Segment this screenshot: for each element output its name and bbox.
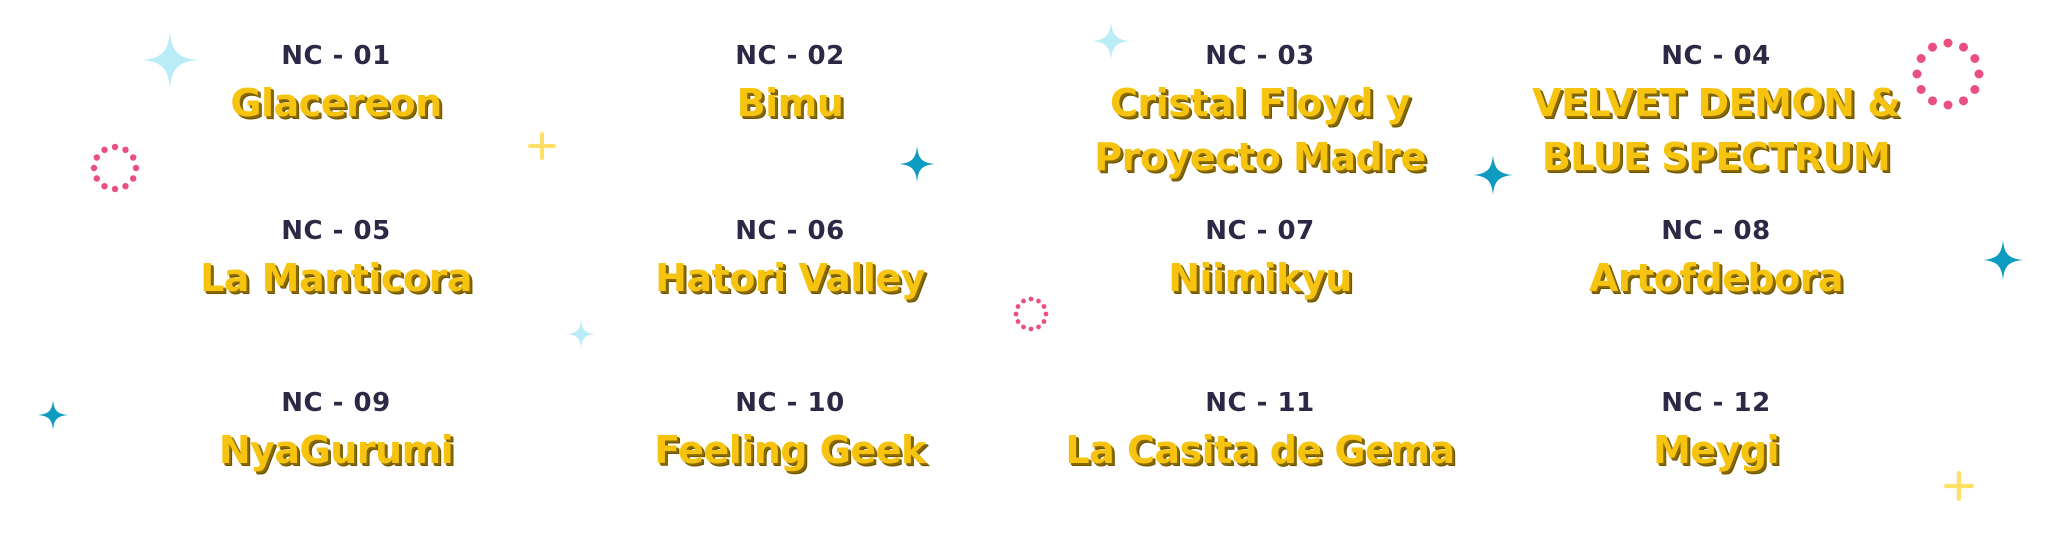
dot: [1043, 311, 1049, 317]
dot: [1021, 298, 1026, 304]
entry-name-line: Artofdebora: [1588, 256, 1844, 300]
dot: [101, 182, 108, 190]
four-point-sparkle-icon: [1092, 22, 1130, 60]
entry-name: NyaGurumi: [106, 423, 566, 477]
plus-icon: [528, 132, 556, 160]
entry-card-02: NC - 02 Bimu: [560, 40, 1020, 130]
entry-card-04: NC - 04 VELVET DEMON & BLUE SPECTRUM: [1486, 40, 1946, 184]
dot: [90, 164, 98, 172]
dot: [1928, 42, 1937, 52]
entry-name: VELVET DEMON & BLUE SPECTRUM: [1486, 76, 1946, 184]
entry-card-06: NC - 06 Hatori Valley: [560, 215, 1020, 305]
entry-card-05: NC - 05 La Manticora: [106, 215, 566, 305]
entry-card-08: NC - 08 Artofdebora: [1486, 215, 1946, 305]
dot: [1943, 38, 1953, 48]
entry-code: NC - 10: [735, 388, 845, 418]
dot: [1916, 54, 1926, 63]
entry-code: NC - 12: [1661, 388, 1771, 418]
entry-name: Cristal Floyd y Proyecto Madre: [1030, 76, 1490, 184]
dotted-circle-icon: [1013, 296, 1049, 332]
entry-name: Meygi: [1486, 423, 1946, 477]
entry-name: Feeling Geek: [560, 423, 1020, 477]
entry-name-line: Niimikyu: [1168, 256, 1352, 300]
entry-name-line: NyaGurumi: [218, 428, 454, 472]
entry-name-line: Hatori Valley: [655, 256, 925, 300]
entry-code: NC - 09: [281, 388, 391, 418]
entry-card-10: NC - 10 Feeling Geek: [560, 387, 1020, 477]
entry-code: NC - 02: [735, 41, 845, 71]
dot: [1916, 85, 1926, 94]
entry-name: Bimu: [560, 76, 1020, 130]
dot: [111, 185, 119, 193]
dotted-circle-icon: [90, 143, 140, 193]
dot: [1970, 85, 1980, 94]
four-point-sparkle-icon: [38, 400, 68, 430]
four-point-sparkle-icon: [142, 32, 198, 88]
dot: [93, 175, 101, 182]
entry-card-01: NC - 01 Glacereon: [106, 40, 566, 130]
four-point-sparkle-icon: [899, 146, 935, 182]
entry-name-line: Proyecto Madre: [1094, 135, 1426, 179]
dot: [1041, 304, 1047, 309]
dot: [1974, 69, 1984, 79]
entry-name: Hatori Valley: [560, 251, 1020, 305]
dot: [1928, 96, 1937, 106]
dot: [1959, 96, 1968, 106]
entry-name-line: La Casita de Gema: [1065, 428, 1455, 472]
dotted-circle-icon: [1912, 38, 1984, 110]
four-point-sparkle-icon: [1983, 240, 2023, 280]
entry-card-03: NC - 03 Cristal Floyd y Proyecto Madre: [1030, 40, 1490, 184]
entry-code: NC - 04: [1661, 41, 1771, 71]
entry-card-09: NC - 09 NyaGurumi: [106, 387, 566, 477]
dot: [1036, 324, 1041, 330]
dot: [1015, 319, 1021, 324]
entry-code: NC - 08: [1661, 216, 1771, 246]
dot: [1912, 69, 1922, 79]
dot: [1943, 100, 1953, 110]
entry-code: NC - 03: [1205, 41, 1315, 71]
entry-card-11: NC - 11 La Casita de Gema: [1030, 387, 1490, 477]
dot: [129, 175, 137, 182]
entry-name: La Manticora: [106, 251, 566, 305]
dot: [1959, 42, 1968, 52]
dot: [129, 154, 137, 161]
entry-name-line: Bimu: [736, 81, 844, 125]
dot: [1013, 311, 1019, 317]
entry-name: Artofdebora: [1486, 251, 1946, 305]
entry-name-line: Cristal Floyd y: [1110, 81, 1410, 125]
entry-name-line: BLUE SPECTRUM: [1541, 135, 1891, 179]
entry-code: NC - 06: [735, 216, 845, 246]
entry-card-12: NC - 12 Meygi: [1486, 387, 1946, 477]
dot: [132, 164, 140, 172]
entry-code: NC - 01: [281, 41, 391, 71]
four-point-sparkle-icon: [567, 320, 595, 348]
entry-name-line: VELVET DEMON &: [1532, 81, 1900, 125]
dot: [1021, 324, 1026, 330]
entry-name: Glacereon: [106, 76, 566, 130]
entry-code: NC - 05: [281, 216, 391, 246]
plus-icon: [1944, 471, 1974, 501]
dot: [93, 154, 101, 161]
entry-name-line: Meygi: [1652, 428, 1780, 472]
entry-code: NC - 07: [1205, 216, 1315, 246]
dot: [111, 143, 119, 151]
dot: [1015, 304, 1021, 309]
entry-card-07: NC - 07 Niimikyu: [1030, 215, 1490, 305]
entry-name-line: La Manticora: [200, 256, 472, 300]
entry-name: Niimikyu: [1030, 251, 1490, 305]
four-point-sparkle-icon: [1473, 155, 1513, 195]
dot: [1036, 298, 1041, 304]
dot: [1041, 319, 1047, 324]
entry-code: NC - 11: [1205, 388, 1315, 418]
dot: [1028, 326, 1034, 332]
dot: [122, 182, 129, 190]
dot: [1028, 296, 1034, 302]
entry-name: La Casita de Gema: [1030, 423, 1490, 477]
entry-name-line: Feeling Geek: [654, 428, 926, 472]
dot: [1970, 54, 1980, 63]
dot: [122, 146, 129, 154]
dot: [101, 146, 108, 154]
entry-name-line: Glacereon: [230, 81, 442, 125]
